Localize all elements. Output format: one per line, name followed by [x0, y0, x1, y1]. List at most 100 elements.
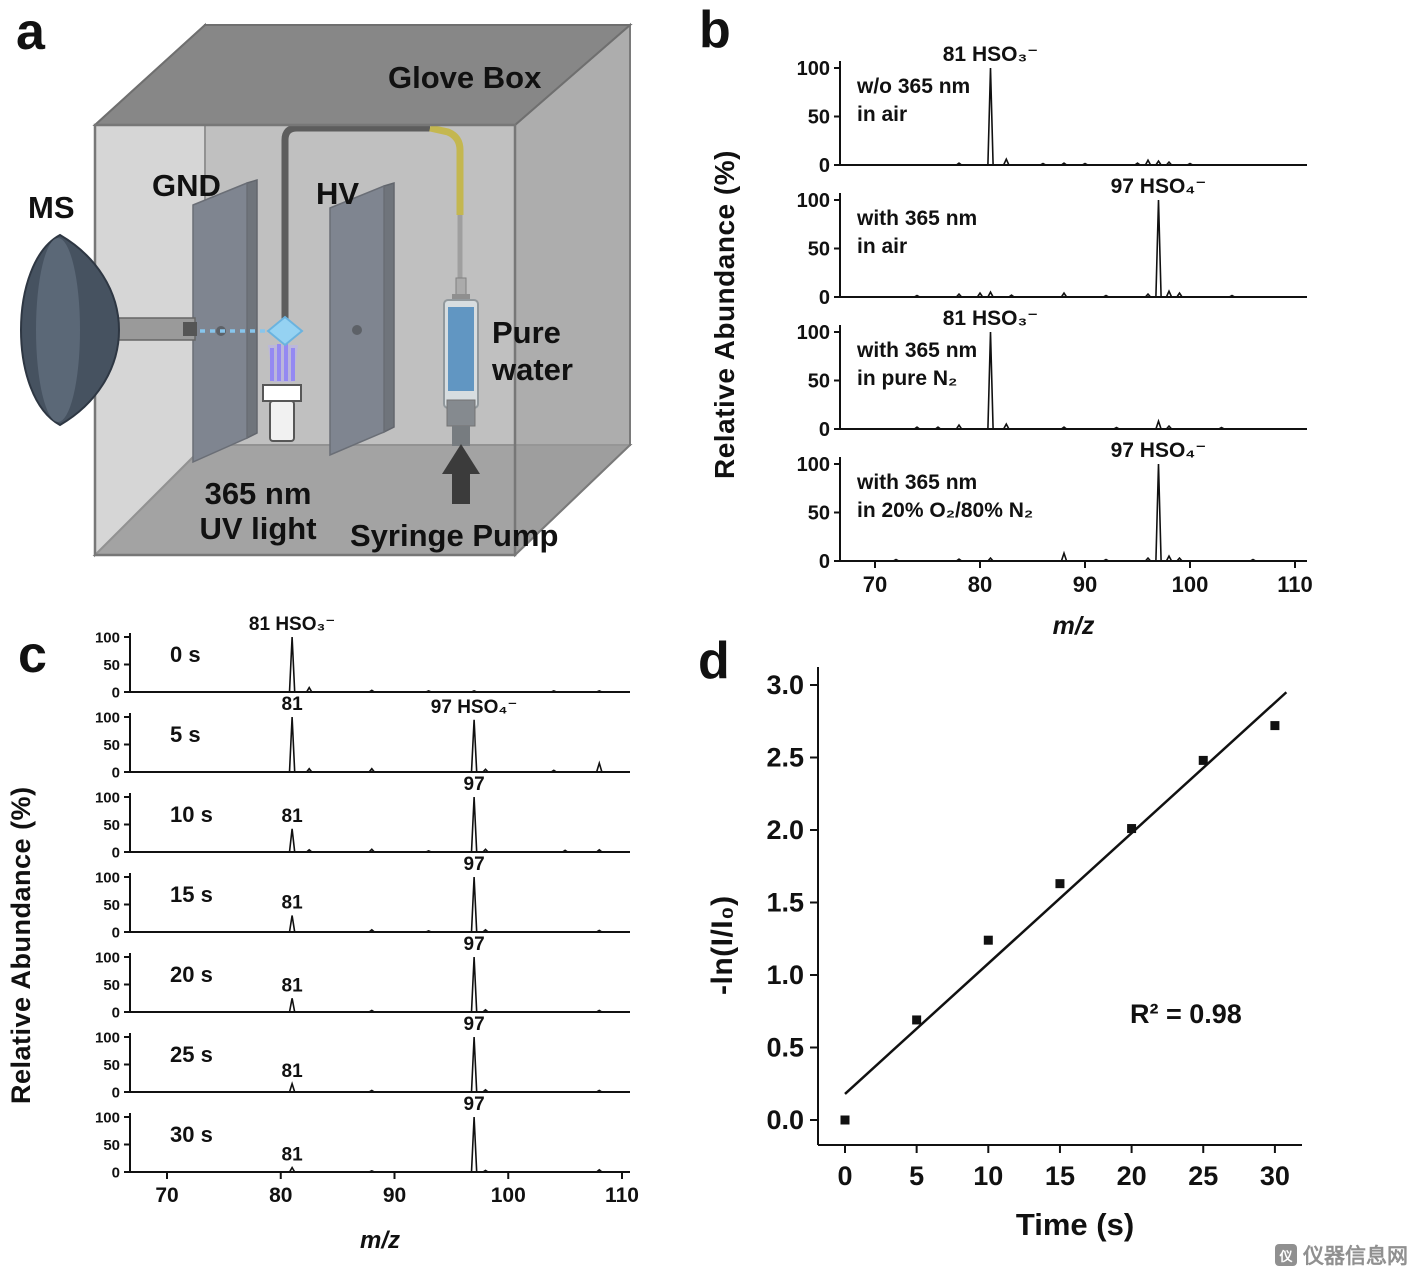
condition-label: w/o 365 nm	[856, 75, 970, 98]
peak-label: 97	[464, 854, 485, 875]
x-tick-label: 110	[1277, 572, 1313, 597]
spectrum-peaks	[914, 199, 1235, 298]
panel-b-letter: b	[699, 1, 731, 59]
data-point	[1127, 824, 1137, 834]
y-tick-label: 100	[95, 869, 120, 886]
x-tick-label: 10	[973, 1161, 1003, 1191]
time-label: 5 s	[170, 722, 201, 747]
condition-label: with 365 nm	[856, 339, 977, 362]
y-tick-label: 100	[95, 629, 120, 646]
hv-plate	[329, 184, 385, 457]
spectra-c-plot: 0 50 100 0 s 81 HSO₃⁻ 0 50 100 5 s 81 97 HSO₄⁻ 0 50 1…	[95, 614, 639, 1254]
watermark-text: 仪器信息网	[1303, 1245, 1408, 1268]
x-axis-title: Time (s)	[1016, 1207, 1134, 1242]
y-tick-label: 100	[797, 58, 830, 80]
syringe-plunger	[446, 399, 476, 427]
electrospray-plume	[266, 315, 304, 347]
y-tick-label: 100	[95, 789, 120, 806]
time-label: 10 s	[170, 802, 213, 827]
pump-arrow-head	[442, 444, 480, 474]
peak-label: 81	[282, 1061, 304, 1082]
condition-label: in air	[857, 235, 907, 258]
peak-label: 81	[282, 893, 304, 914]
x-tick-label: 90	[1073, 572, 1097, 597]
x-tick-label: 110	[605, 1184, 639, 1207]
condition-label: in air	[857, 103, 907, 126]
time-label: 15 s	[170, 882, 213, 907]
x-tick-label: 15	[1045, 1161, 1075, 1191]
x-tick-label: 100	[491, 1184, 526, 1207]
ms-capillary-tip	[183, 322, 197, 336]
pure-water-label-2: water	[492, 352, 573, 387]
pump-arrow-stem	[452, 474, 470, 504]
spectrum-peaks	[913, 331, 1225, 430]
uv-lamp-body	[269, 400, 295, 442]
panel-b-y-axis-title: Relative Abundance (%)	[709, 150, 740, 480]
peak-label: 97	[464, 774, 485, 795]
syringe-hub	[452, 294, 470, 302]
y-tick-label: 50	[103, 737, 120, 754]
spectrum-peaks	[288, 636, 603, 693]
time-label: 20 s	[170, 962, 213, 987]
fit-line	[844, 691, 1288, 1095]
y-tick-label: 0	[112, 844, 120, 861]
y-tick-label: 2.0	[766, 815, 804, 845]
panel-b-spectra: b Relative Abundance (%) 0 50 100 w/o 365 n…	[695, 0, 1418, 650]
peak-label: 97 HSO₄⁻	[1111, 439, 1207, 462]
peak-label: 97 HSO₄⁻	[1111, 175, 1207, 198]
y-tick-label: 2.5	[766, 743, 804, 773]
y-tick-label: 100	[95, 949, 120, 966]
peak-label: 97	[464, 1094, 485, 1115]
transfer-tube-dark	[281, 124, 430, 322]
y-tick-label: 50	[103, 817, 120, 834]
spectrum-peaks	[288, 716, 603, 773]
glove-box-diagram	[20, 22, 633, 558]
y-tick-label: 0	[112, 1004, 120, 1021]
time-label: 30 s	[170, 1122, 213, 1147]
x-tick-label: 5	[909, 1161, 924, 1191]
peak-label: 81	[282, 694, 304, 715]
x-axis-title: m/z	[1053, 612, 1095, 640]
condition-label: with 365 nm	[856, 471, 977, 494]
y-tick-label: 0	[819, 551, 830, 573]
y-tick-label: 100	[95, 1109, 120, 1126]
y-tick-label: 100	[797, 454, 830, 476]
panel-a-apparatus: a Glove Box MS GND HV Pure water 365 nm …	[0, 0, 700, 615]
y-tick-label: 50	[103, 657, 120, 674]
box-front-face	[93, 123, 517, 557]
panel-d-letter: d	[698, 632, 730, 690]
condition-label: with 365 nm	[856, 207, 977, 230]
gnd-label: GND	[152, 168, 221, 203]
panel-c-letter: c	[18, 626, 47, 684]
y-tick-label: 0	[112, 924, 120, 941]
data-point	[912, 1015, 922, 1025]
y-tick-label: 50	[103, 897, 120, 914]
peak-label: 97	[464, 1014, 485, 1035]
hv-label: HV	[316, 176, 360, 211]
condition-label: in pure N₂	[857, 367, 957, 390]
peak-label: 81 HSO₃⁻	[943, 307, 1039, 330]
y-tick-label: 1.5	[766, 888, 804, 918]
y-tick-label: 50	[808, 371, 830, 393]
x-tick-label: 80	[968, 572, 992, 597]
ms-inlet-cone-face	[36, 238, 80, 422]
panel-d-y-axis-title: -ln(I/I₀)	[706, 895, 739, 995]
panel-a-letter: a	[16, 3, 45, 61]
y-tick-label: 1.0	[766, 960, 804, 990]
time-label: 0 s	[170, 642, 201, 667]
x-tick-label: 20	[1117, 1161, 1147, 1191]
peak-label: 97 HSO₄⁻	[431, 697, 518, 718]
watermark-logo-icon: 仪	[1275, 1244, 1297, 1266]
data-point	[1055, 879, 1065, 889]
data-point	[983, 935, 993, 945]
r-squared-annotation: R² = 0.98	[1130, 999, 1242, 1029]
peak-label: 81 HSO₃⁻	[249, 615, 335, 635]
y-tick-label: 50	[808, 503, 830, 525]
y-tick-label: 50	[103, 1137, 120, 1154]
y-tick-label: 100	[797, 322, 830, 344]
